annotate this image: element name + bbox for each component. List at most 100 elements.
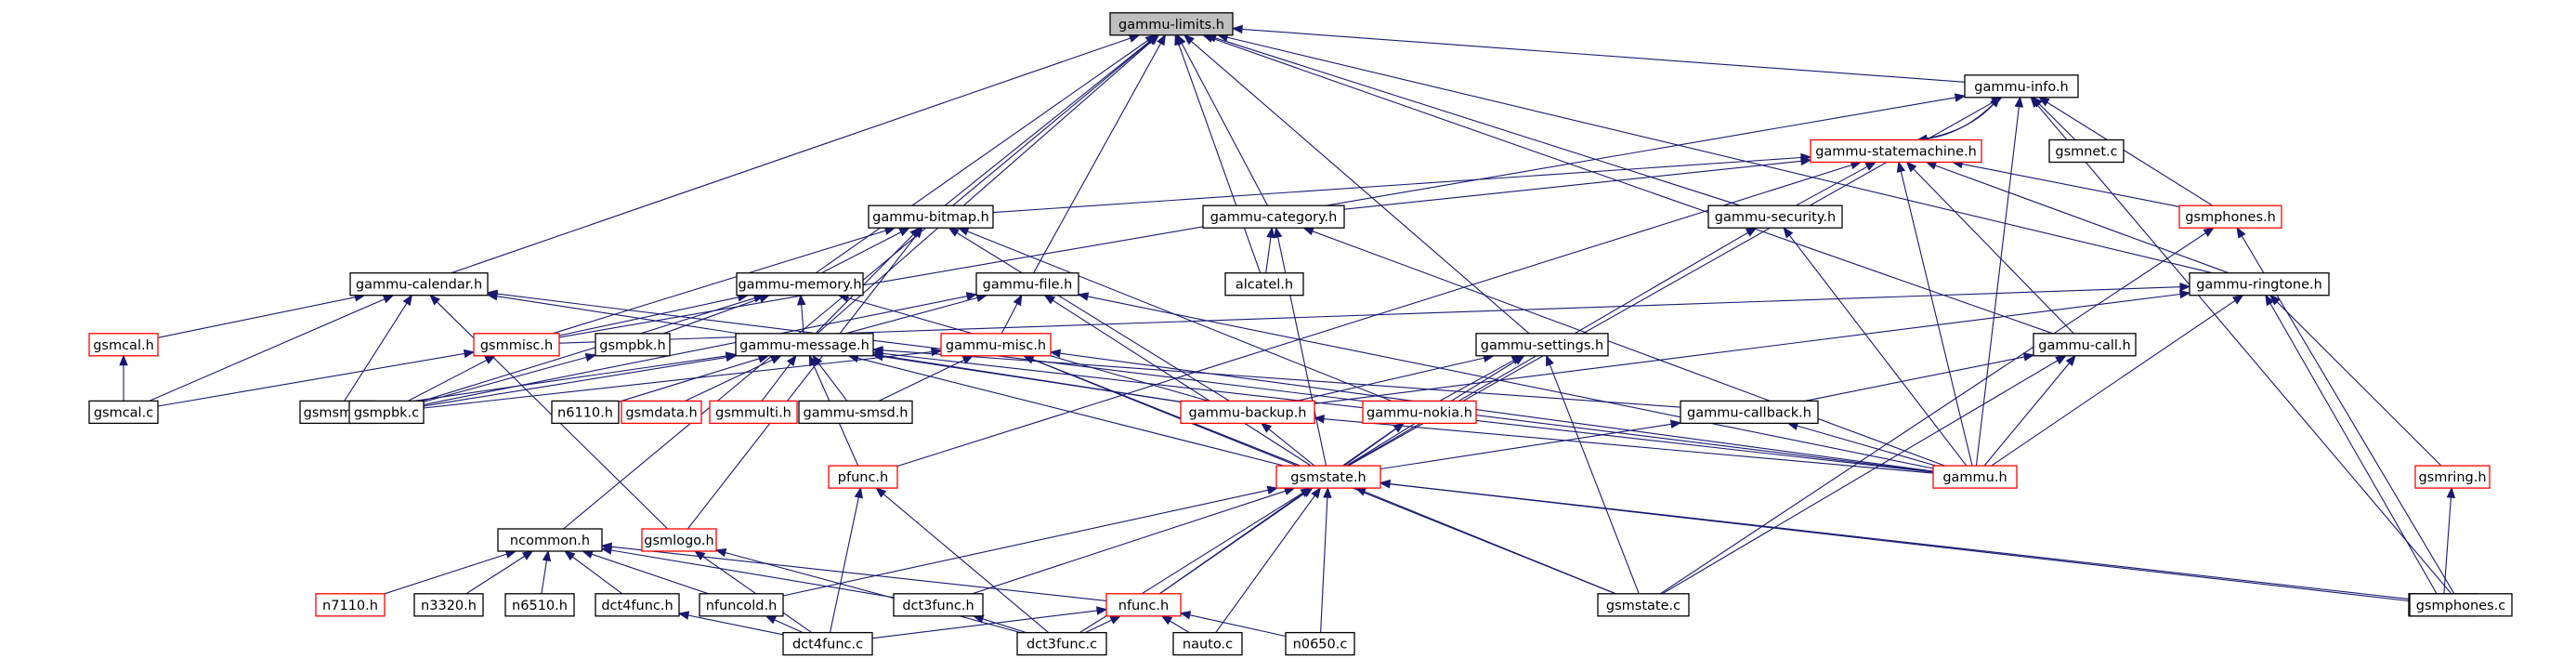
node-label: n7110.h xyxy=(322,599,378,613)
node-nokia[interactable]: gammu-nokia.h xyxy=(1362,400,1477,425)
edge-dct4func_h-to-ncommon xyxy=(564,550,623,595)
node-label: dct3func.c xyxy=(1026,638,1097,652)
node-label: gsmring.h xyxy=(2418,470,2486,485)
edge-line xyxy=(1439,360,1514,402)
arrowhead-icon xyxy=(2446,486,2456,498)
node-message[interactable]: gammu-message.h xyxy=(735,333,874,357)
node-box xyxy=(1180,400,1315,425)
arrowhead-icon xyxy=(1896,161,1906,173)
edge-line xyxy=(1158,493,1305,595)
node-gsmstate-c[interactable]: gsmstate.c xyxy=(1597,593,1690,617)
node-pfunc-h[interactable]: pfunc.h xyxy=(828,465,898,489)
edge-line xyxy=(882,356,1182,402)
edge-line xyxy=(1913,168,2074,335)
node-security[interactable]: gammu-security.h xyxy=(1707,204,1843,229)
edge-line xyxy=(972,490,1287,595)
node-calendar[interactable]: gammu-calendar.h xyxy=(349,272,489,297)
edge-line xyxy=(815,40,1149,274)
node-backup[interactable]: gammu-backup.h xyxy=(1180,400,1315,425)
node-nfunc[interactable]: nfunc.h xyxy=(1105,593,1182,617)
node-label: gsmcal.h xyxy=(93,338,154,353)
node-gsmmisc[interactable]: gsmmisc.h xyxy=(473,333,560,357)
node-box xyxy=(1285,631,1355,656)
node-gsmphones-c[interactable]: gsmphones.c xyxy=(2409,593,2513,617)
arrowhead-icon xyxy=(2014,96,2024,108)
node-alcatel[interactable]: alcatel.h xyxy=(1224,272,1304,297)
node-gsmlogo[interactable]: gsmlogo.h xyxy=(641,528,717,552)
node-callback[interactable]: gammu-callback.h xyxy=(1680,400,1819,425)
node-bitmap[interactable]: gammu-bitmap.h xyxy=(868,204,994,229)
node-dct3func-c[interactable]: dct3func.c xyxy=(1016,631,1107,656)
edge-line xyxy=(558,297,739,336)
node-category[interactable]: gammu-category.h xyxy=(1202,204,1345,229)
node-gsmdata[interactable]: gsmdata.h xyxy=(621,400,702,425)
node-gsmpbk-c[interactable]: gsmpbk.c xyxy=(348,400,425,425)
node-gsmpbk-h[interactable]: gsmpbk.h xyxy=(595,333,671,357)
arrowhead-icon xyxy=(1393,422,1405,433)
edge-n7110-to-ncommon xyxy=(384,549,517,595)
edge-line xyxy=(782,489,1269,597)
node-box xyxy=(1202,204,1345,229)
node-smsd[interactable]: gammu-smsd.h xyxy=(798,400,913,425)
node-file[interactable]: gammu-file.h xyxy=(975,272,1079,297)
edge-line xyxy=(1277,236,1327,467)
node-gsmcal-c[interactable]: gsmcal.c xyxy=(88,400,159,425)
node-settings[interactable]: gammu-settings.h xyxy=(1475,333,1609,357)
arrowhead-icon xyxy=(1231,24,1243,34)
edge-nfunc-to-gsmstate_h xyxy=(1158,487,1314,595)
edge-info-to-limits xyxy=(1231,24,1966,83)
node-dct3func-h[interactable]: dct3func.h xyxy=(893,593,984,617)
edge-backup-to-ringtone xyxy=(1314,289,2191,404)
edge-settings-to-limits xyxy=(1183,33,1530,335)
node-memory[interactable]: gammu-memory.h xyxy=(736,272,864,297)
node-gsmphones-h[interactable]: gsmphones.h xyxy=(2178,204,2282,229)
edge-line xyxy=(610,546,1107,601)
edge-n0650-to-nfunc xyxy=(1179,611,1287,638)
edge-gsmdata-to-message xyxy=(685,355,782,402)
node-box xyxy=(2414,465,2491,489)
node-misc[interactable]: gammu-misc.h xyxy=(940,333,1052,357)
node-gsmcal-h[interactable]: gsmcal.h xyxy=(88,333,159,357)
node-n7110[interactable]: n7110.h xyxy=(315,593,386,617)
node-gammu-h[interactable]: gammu.h xyxy=(1932,465,2018,489)
edge-misc-to-file xyxy=(1000,294,1023,335)
node-n3320[interactable]: n3320.h xyxy=(413,593,484,617)
node-n0650[interactable]: n0650.c xyxy=(1285,631,1355,656)
edge-line xyxy=(541,560,548,594)
edge-gsmstate_h-to-file xyxy=(1043,294,1312,467)
edge-gammu_h-to-file xyxy=(1077,292,1934,469)
node-box xyxy=(1224,272,1304,297)
node-gsmring[interactable]: gsmring.h xyxy=(2414,465,2491,489)
node-statemachine[interactable]: gammu-statemachine.h xyxy=(1810,138,1982,164)
arrowhead-icon xyxy=(1049,349,1061,358)
node-box xyxy=(2033,333,2137,357)
node-nauto[interactable]: nauto.c xyxy=(1172,631,1243,656)
node-n6510[interactable]: n6510.h xyxy=(504,593,575,617)
node-ncommon[interactable]: ncommon.h xyxy=(497,528,603,552)
edge-dct4func_c-to-nfuncold xyxy=(765,615,804,634)
edge-message-to-memory xyxy=(797,294,806,334)
node-gsmstate-h[interactable]: gsmstate.h xyxy=(1275,465,1381,489)
node-call[interactable]: gammu-call.h xyxy=(2033,333,2137,357)
arrowhead-icon xyxy=(875,487,887,498)
node-box xyxy=(2048,138,2125,164)
edge-gammu_h-to-misc xyxy=(1049,349,1934,472)
edge-gsmstate_h-to-callback xyxy=(1380,419,1682,470)
node-box xyxy=(1597,593,1690,617)
node-n6110[interactable]: n6110.h xyxy=(551,400,620,425)
node-dct4func-h[interactable]: dct4func.h xyxy=(595,593,680,617)
edge-gsmpbk_h-to-memory xyxy=(663,294,771,335)
arrowhead-icon xyxy=(1354,487,1367,496)
node-info[interactable]: gammu-info.h xyxy=(1964,74,2079,99)
node-dct4func-c[interactable]: dct4func.c xyxy=(782,631,873,656)
node-gsmnet[interactable]: gsmnet.c xyxy=(2048,138,2125,164)
arrowhead-icon xyxy=(2022,352,2035,362)
edge-line xyxy=(687,614,784,636)
node-gsmmulti[interactable]: gsmmulti.h xyxy=(709,400,798,425)
node-nfuncold[interactable]: nfuncold.h xyxy=(699,593,784,617)
arrowhead-icon xyxy=(786,354,797,367)
node-label: gammu-bitmap.h xyxy=(872,210,989,225)
edge-line xyxy=(1241,28,1966,83)
node-box xyxy=(893,593,984,617)
node-ringtone[interactable]: gammu-ringtone.h xyxy=(2189,272,2330,297)
